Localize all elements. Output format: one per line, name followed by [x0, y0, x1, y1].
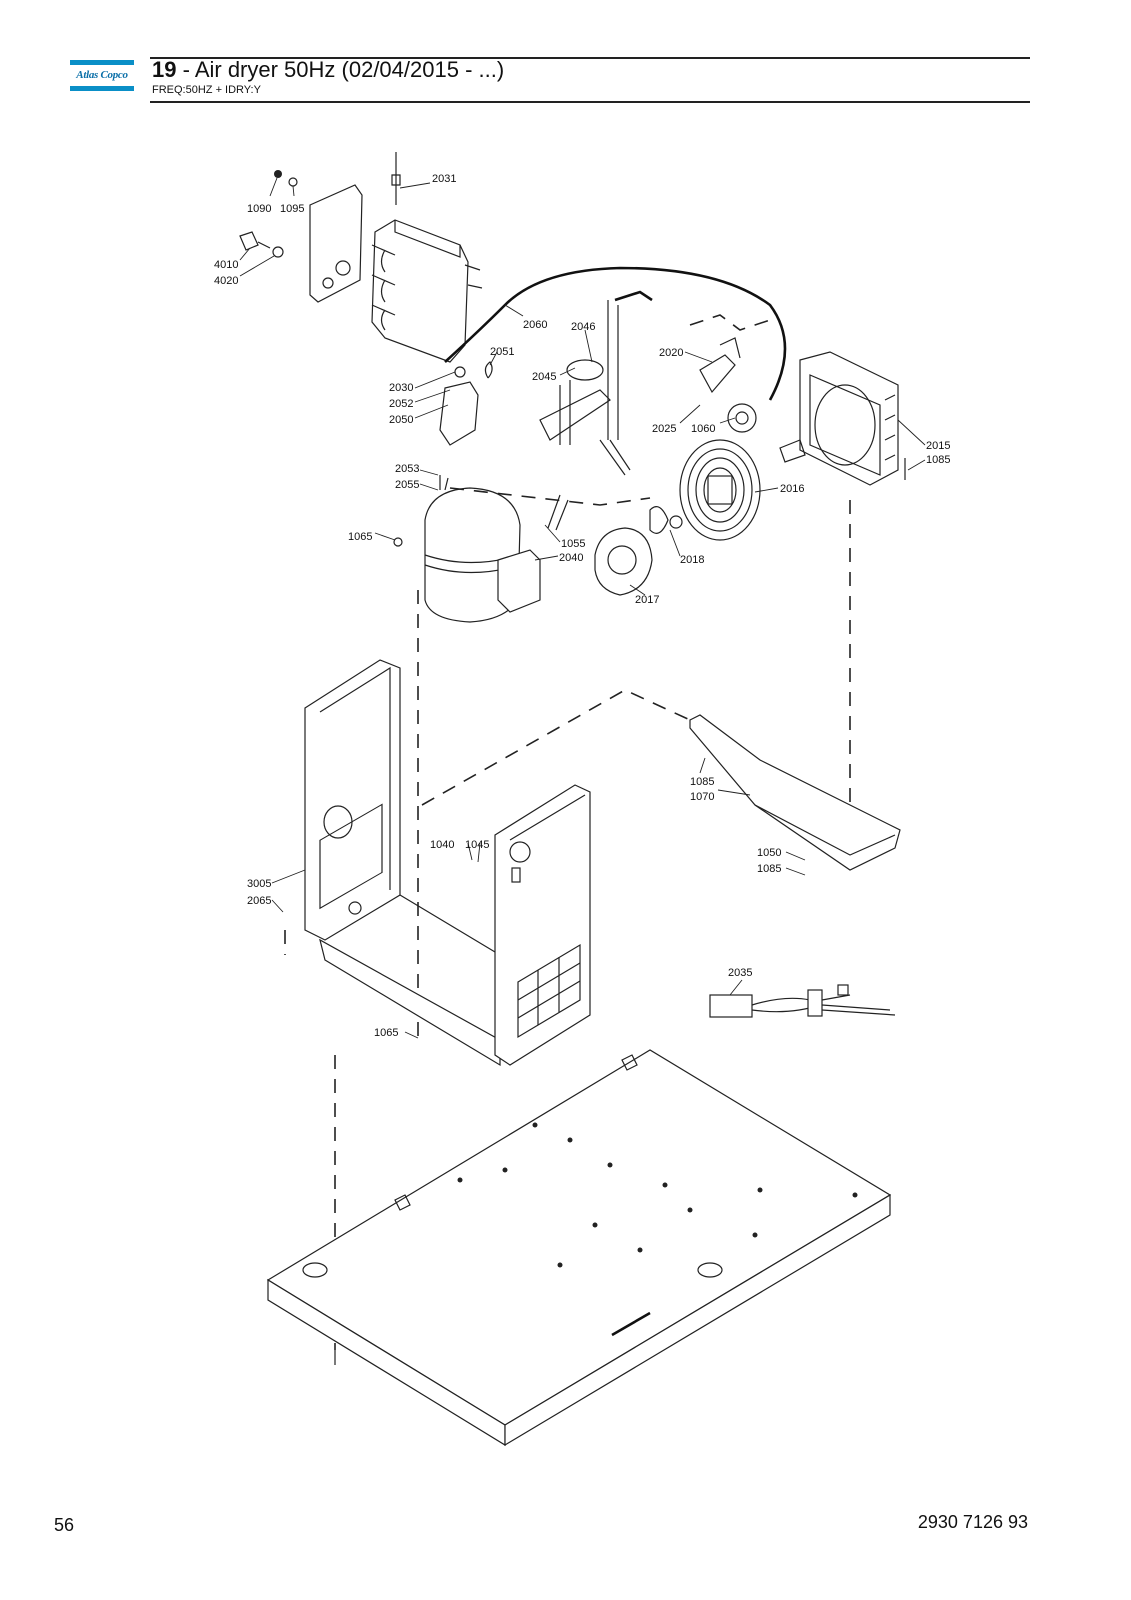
callout-2031: 2031 [432, 173, 456, 185]
callout-2016: 2016 [780, 483, 804, 495]
pressure-switch-1060 [727, 403, 757, 433]
section-number: 19 [152, 57, 177, 82]
base-plate [266, 1049, 892, 1447]
document-number: 2930 7126 93 [917, 1512, 1028, 1532]
callout-1050: 1050 [757, 847, 781, 859]
callout-1055: 1055 [561, 538, 585, 550]
callout-1065-top: 1065 [348, 531, 372, 543]
callout-2045: 2045 [532, 371, 556, 383]
callout-2053: 2053 [395, 463, 419, 475]
header-rule-top [150, 57, 1030, 59]
callout-2060: 2060 [523, 319, 547, 331]
callout-2018: 2018 [680, 554, 704, 566]
callout-1085-mid: 1085 [690, 776, 714, 788]
atlas-copco-logo: Atlas Copco [70, 60, 134, 94]
header-rule-bottom [150, 101, 1030, 103]
title-text: - Air dryer 50Hz (02/04/2015 - ...) [176, 57, 505, 82]
fan-blade-2018 [649, 506, 683, 534]
callout-2020: 2020 [659, 347, 683, 359]
callout-1065-bottom: 1065 [374, 1027, 398, 1039]
fitting-4010 [239, 231, 284, 258]
cable-harness-2035 [709, 984, 896, 1018]
callout-1095: 1095 [280, 203, 304, 215]
compressor-2040 [424, 475, 569, 623]
callout-2017: 2017 [635, 594, 659, 606]
callout-1045: 1045 [465, 839, 489, 851]
callout-4010: 4010 [214, 259, 238, 271]
logo-bar-bottom [70, 86, 134, 91]
callout-2030: 2030 [389, 382, 413, 394]
callout-2046: 2046 [571, 321, 595, 333]
callout-2052: 2052 [389, 398, 413, 410]
callout-1070: 1070 [690, 791, 714, 803]
callout-2050: 2050 [389, 414, 413, 426]
frame-3005 [304, 659, 591, 1067]
callout-2040: 2040 [559, 552, 583, 564]
callout-1040: 1040 [430, 839, 454, 851]
cover-plate [309, 184, 363, 303]
nut-1090-icon [274, 170, 282, 178]
page-number: 56 [54, 1515, 75, 1535]
callout-2065: 2065 [247, 895, 271, 907]
sensor-2031 [391, 152, 401, 205]
fan-motor-2017 [594, 527, 653, 596]
callout-4020: 4020 [214, 275, 238, 287]
washer-1095-icon [288, 177, 298, 187]
callout-1090: 1090 [247, 203, 271, 215]
callout-2051: 2051 [490, 346, 514, 358]
pipe-bundle-2045 [539, 290, 653, 476]
pipe-2060 [444, 266, 787, 401]
fan-guard-2016 [679, 439, 761, 541]
logo-text: Atlas Copco [76, 69, 128, 81]
logo-bar-top [70, 60, 134, 65]
condenser-2015 [779, 351, 906, 486]
callout-2055: 2055 [395, 479, 419, 491]
page-title: 19 - Air dryer 50Hz (02/04/2015 - ...) [152, 57, 504, 83]
callout-1060: 1060 [691, 423, 715, 435]
callout-2035: 2035 [728, 967, 752, 979]
callout-1085-low: 1085 [757, 863, 781, 875]
callout-3005: 3005 [247, 878, 271, 890]
page-subtitle: FREQ:50HZ + IDRY:Y [152, 84, 261, 96]
callout-1085-top: 1085 [926, 454, 950, 466]
expansion-valve-2050 [439, 361, 493, 446]
filter-drier-2020 [699, 337, 741, 394]
callout-2025: 2025 [652, 423, 676, 435]
bracket-1070 [689, 714, 901, 871]
grommet-1065-icon [393, 537, 403, 547]
callout-2015: 2015 [926, 440, 950, 452]
leader-lines [239, 177, 926, 1039]
heat-exchanger-box [371, 219, 483, 363]
